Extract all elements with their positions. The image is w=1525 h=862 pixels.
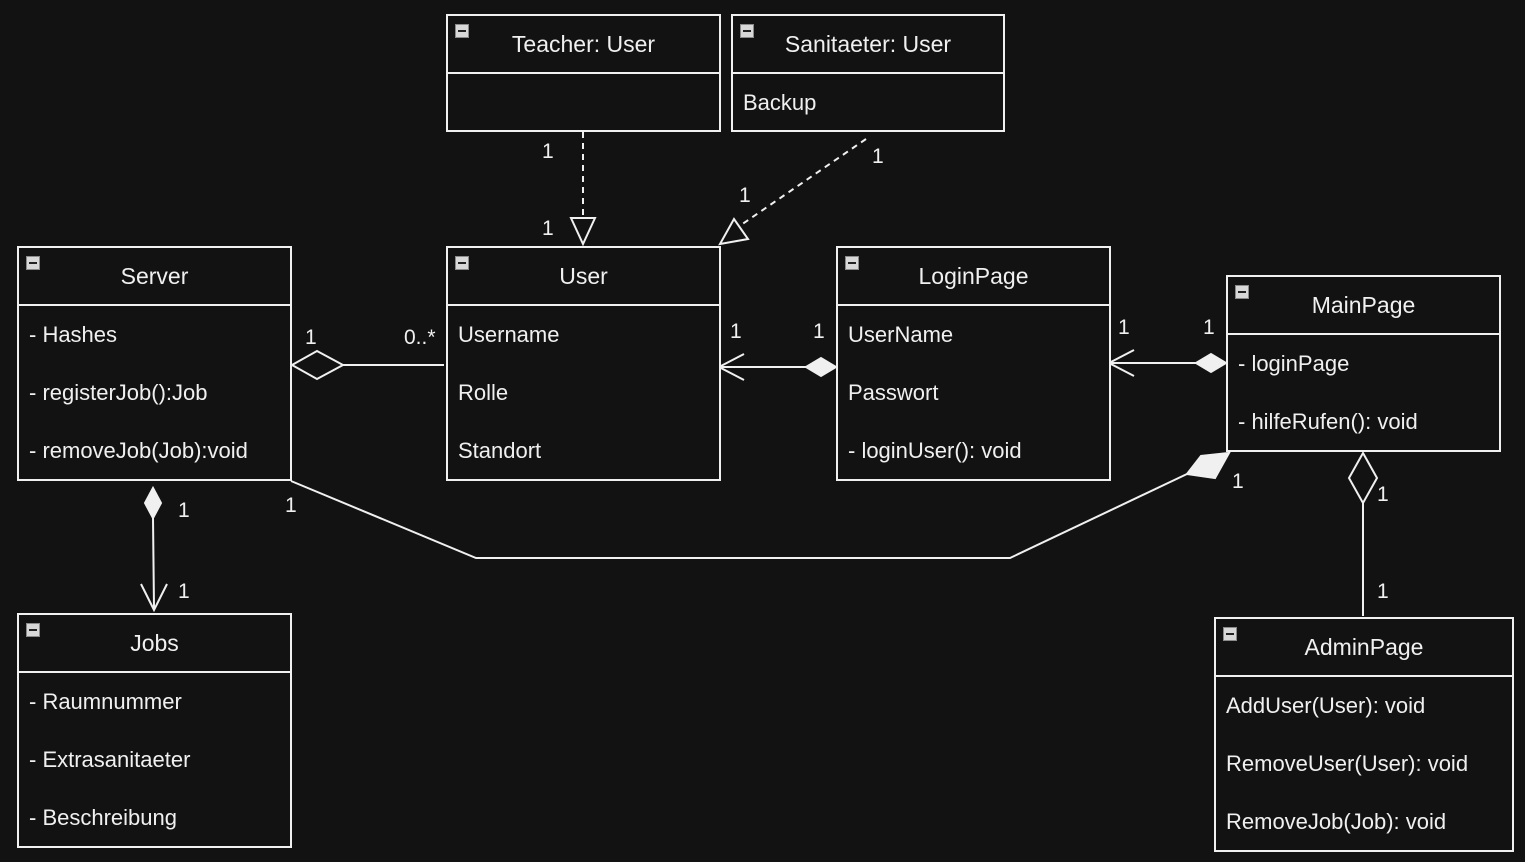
edge-sanitaeter-user [740, 138, 867, 226]
class-attribute: - Raumnummer [29, 689, 182, 714]
realization-arrowhead [718, 217, 750, 246]
class-method: - registerJob():Job [29, 380, 208, 405]
class-body: Username Rolle Standort [448, 306, 719, 480]
open-arrowhead [140, 583, 168, 613]
class-header: User [448, 248, 719, 306]
class-jobs[interactable]: Jobs - Raumnummer - Extrasanitaeter - Be… [17, 613, 292, 848]
collapse-icon[interactable] [26, 256, 40, 270]
class-body: - Hashes - registerJob():Job - removeJob… [19, 306, 290, 480]
multiplicity-label: 1 [178, 580, 190, 603]
class-attribute: Username [458, 322, 560, 347]
aggregation-diamond [1347, 450, 1379, 506]
class-attribute: Rolle [458, 380, 509, 405]
class-attribute: - Hashes [29, 322, 118, 347]
class-header: Jobs [19, 615, 290, 673]
collapse-icon[interactable] [845, 256, 859, 270]
multiplicity-label: 0..* [404, 326, 436, 349]
class-title: Teacher: User [511, 30, 656, 57]
class-method: AddUser(User): void [1226, 693, 1426, 718]
class-header: Teacher: User [448, 16, 719, 74]
collapse-icon[interactable] [455, 24, 469, 38]
class-title: AdminPage [1304, 633, 1424, 660]
edge-server-jobs [152, 517, 155, 609]
composition-diamond [804, 356, 838, 378]
multiplicity-label: 1 [730, 320, 742, 343]
class-attribute: Backup [743, 90, 817, 115]
class-method: RemoveUser(User): void [1226, 751, 1469, 776]
class-header: Sanitaeter: User [733, 16, 1003, 74]
class-title: Server [120, 262, 189, 289]
multiplicity-label: 1 [1377, 580, 1389, 603]
class-attribute: - loginPage [1238, 351, 1350, 376]
collapse-icon[interactable] [455, 256, 469, 270]
realization-arrowhead [569, 217, 597, 247]
multiplicity-label: 1 [813, 320, 825, 343]
class-header: LoginPage [838, 248, 1109, 306]
class-body: Backup [733, 74, 1003, 132]
multiplicity-label: 1 [1203, 316, 1215, 339]
class-server[interactable]: Server - Hashes - registerJob():Job - re… [17, 246, 292, 481]
multiplicity-label: 1 [285, 494, 297, 517]
composition-diamond [1194, 352, 1228, 374]
class-body: UserName Passwort - loginUser(): void [838, 306, 1109, 480]
class-body: - Raumnummer - Extrasanitaeter - Beschre… [19, 673, 290, 847]
class-attribute: - Beschreibung [29, 805, 177, 830]
class-title: Jobs [130, 629, 179, 656]
class-body: AddUser(User): void RemoveUser(User): vo… [1216, 677, 1512, 851]
class-teacher[interactable]: Teacher: User [446, 14, 721, 132]
class-header: MainPage [1228, 277, 1499, 335]
class-body: - loginPage - hilfeRufen(): void [1228, 335, 1499, 451]
class-method: - removeJob(Job):void [29, 438, 248, 463]
class-method: - hilfeRufen(): void [1238, 409, 1418, 434]
class-title: LoginPage [918, 262, 1029, 289]
collapse-icon[interactable] [1223, 627, 1237, 641]
class-attribute: Standort [458, 438, 542, 463]
aggregation-diamond [289, 349, 346, 381]
multiplicity-label: 1 [542, 217, 554, 240]
composition-diamond [1185, 451, 1231, 480]
class-method: RemoveJob(Job): void [1226, 809, 1447, 834]
multiplicity-label: 1 [305, 326, 317, 349]
class-header: Server [19, 248, 290, 306]
multiplicity-label: 1 [1118, 316, 1130, 339]
multiplicity-label: 1 [1377, 483, 1389, 506]
collapse-icon[interactable] [26, 623, 40, 637]
class-sanitaeter[interactable]: Sanitaeter: User Backup [731, 14, 1005, 132]
class-attribute: UserName [848, 322, 954, 347]
multiplicity-label: 1 [872, 145, 884, 168]
class-attribute: Passwort [848, 380, 939, 405]
multiplicity-label: 1 [739, 184, 751, 207]
class-mainpage[interactable]: MainPage - loginPage - hilfeRufen(): voi… [1226, 275, 1501, 452]
class-method: - loginUser(): void [848, 438, 1022, 463]
class-adminpage[interactable]: AdminPage AddUser(User): void RemoveUser… [1214, 617, 1514, 852]
class-header: AdminPage [1216, 619, 1512, 677]
multiplicity-label: 1 [178, 499, 190, 522]
multiplicity-label: 1 [542, 140, 554, 163]
class-attribute: - Extrasanitaeter [29, 747, 191, 772]
class-title: Sanitaeter: User [784, 30, 952, 57]
class-title: User [559, 262, 608, 289]
collapse-icon[interactable] [1235, 285, 1249, 299]
class-title: MainPage [1311, 291, 1416, 318]
class-loginpage[interactable]: LoginPage UserName Passwort - loginUser(… [836, 246, 1111, 481]
composition-diamond [143, 485, 163, 521]
class-user[interactable]: User Username Rolle Standort [446, 246, 721, 481]
multiplicity-label: 1 [1232, 470, 1244, 493]
edge-server-main [290, 473, 1188, 559]
collapse-icon[interactable] [740, 24, 754, 38]
